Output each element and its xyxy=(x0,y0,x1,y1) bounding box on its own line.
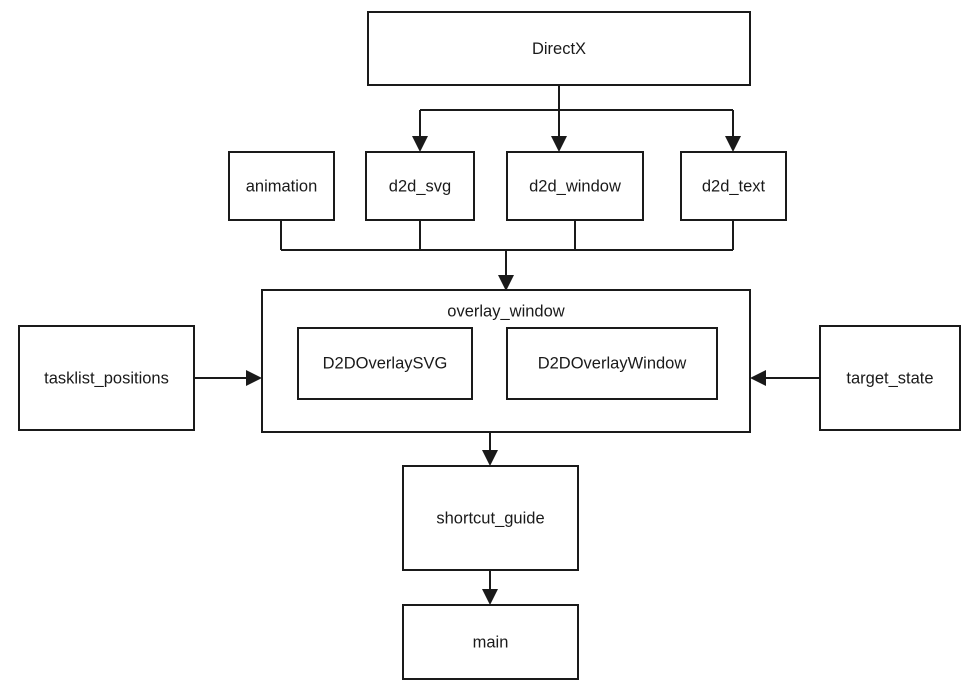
edge-shortcut-guide-to-main xyxy=(482,570,498,605)
node-tasklist-positions-label: tasklist_positions xyxy=(44,369,169,387)
node-target-state[interactable]: target_state xyxy=(819,325,961,431)
arrowhead-to-overlay-window xyxy=(498,275,514,291)
node-animation[interactable]: animation xyxy=(228,151,335,221)
edge-target-state-to-overlay-window xyxy=(750,370,820,386)
node-shortcut-guide-label: shortcut_guide xyxy=(436,509,544,527)
arrowhead-to-shortcut-guide xyxy=(482,450,498,466)
node-d2doverlaywindow[interactable]: D2DOverlayWindow xyxy=(506,327,718,400)
arrowhead-tasklist-positions xyxy=(246,370,262,386)
arrowhead-to-d2d-text xyxy=(725,136,741,152)
node-shortcut-guide[interactable]: shortcut_guide xyxy=(402,465,579,571)
arrowhead-to-main xyxy=(482,589,498,605)
edge-row2-to-overlay-window xyxy=(280,220,734,291)
node-animation-label: animation xyxy=(246,177,318,195)
node-tasklist-positions[interactable]: tasklist_positions xyxy=(18,325,195,431)
node-d2d-text-label: d2d_text xyxy=(702,177,766,195)
node-d2doverlaysvg-label: D2DOverlaySVG xyxy=(323,354,448,372)
node-overlay-window-label: overlay_window xyxy=(447,302,564,320)
node-d2doverlaysvg[interactable]: D2DOverlaySVG xyxy=(297,327,473,400)
node-directx[interactable]: DirectX xyxy=(367,11,751,86)
node-d2d-window-label: d2d_window xyxy=(529,177,621,195)
arrowhead-target-state xyxy=(750,370,766,386)
node-main-label: main xyxy=(473,633,509,651)
edge-tasklist-positions-to-overlay-window xyxy=(194,370,262,386)
node-d2doverlaywindow-label: D2DOverlayWindow xyxy=(538,354,687,372)
edge-overlay-window-to-shortcut-guide xyxy=(482,432,498,466)
arrowhead-to-d2d-window xyxy=(551,136,567,152)
edge-directx-fanout xyxy=(412,85,741,152)
node-d2d-window[interactable]: d2d_window xyxy=(506,151,644,221)
node-d2d-svg-label: d2d_svg xyxy=(389,177,451,195)
node-target-state-label: target_state xyxy=(846,369,933,387)
node-main[interactable]: main xyxy=(402,604,579,680)
node-directx-label: DirectX xyxy=(532,40,586,58)
node-d2d-svg[interactable]: d2d_svg xyxy=(365,151,475,221)
arrowhead-to-d2d-svg xyxy=(412,136,428,152)
node-d2d-text[interactable]: d2d_text xyxy=(680,151,787,221)
